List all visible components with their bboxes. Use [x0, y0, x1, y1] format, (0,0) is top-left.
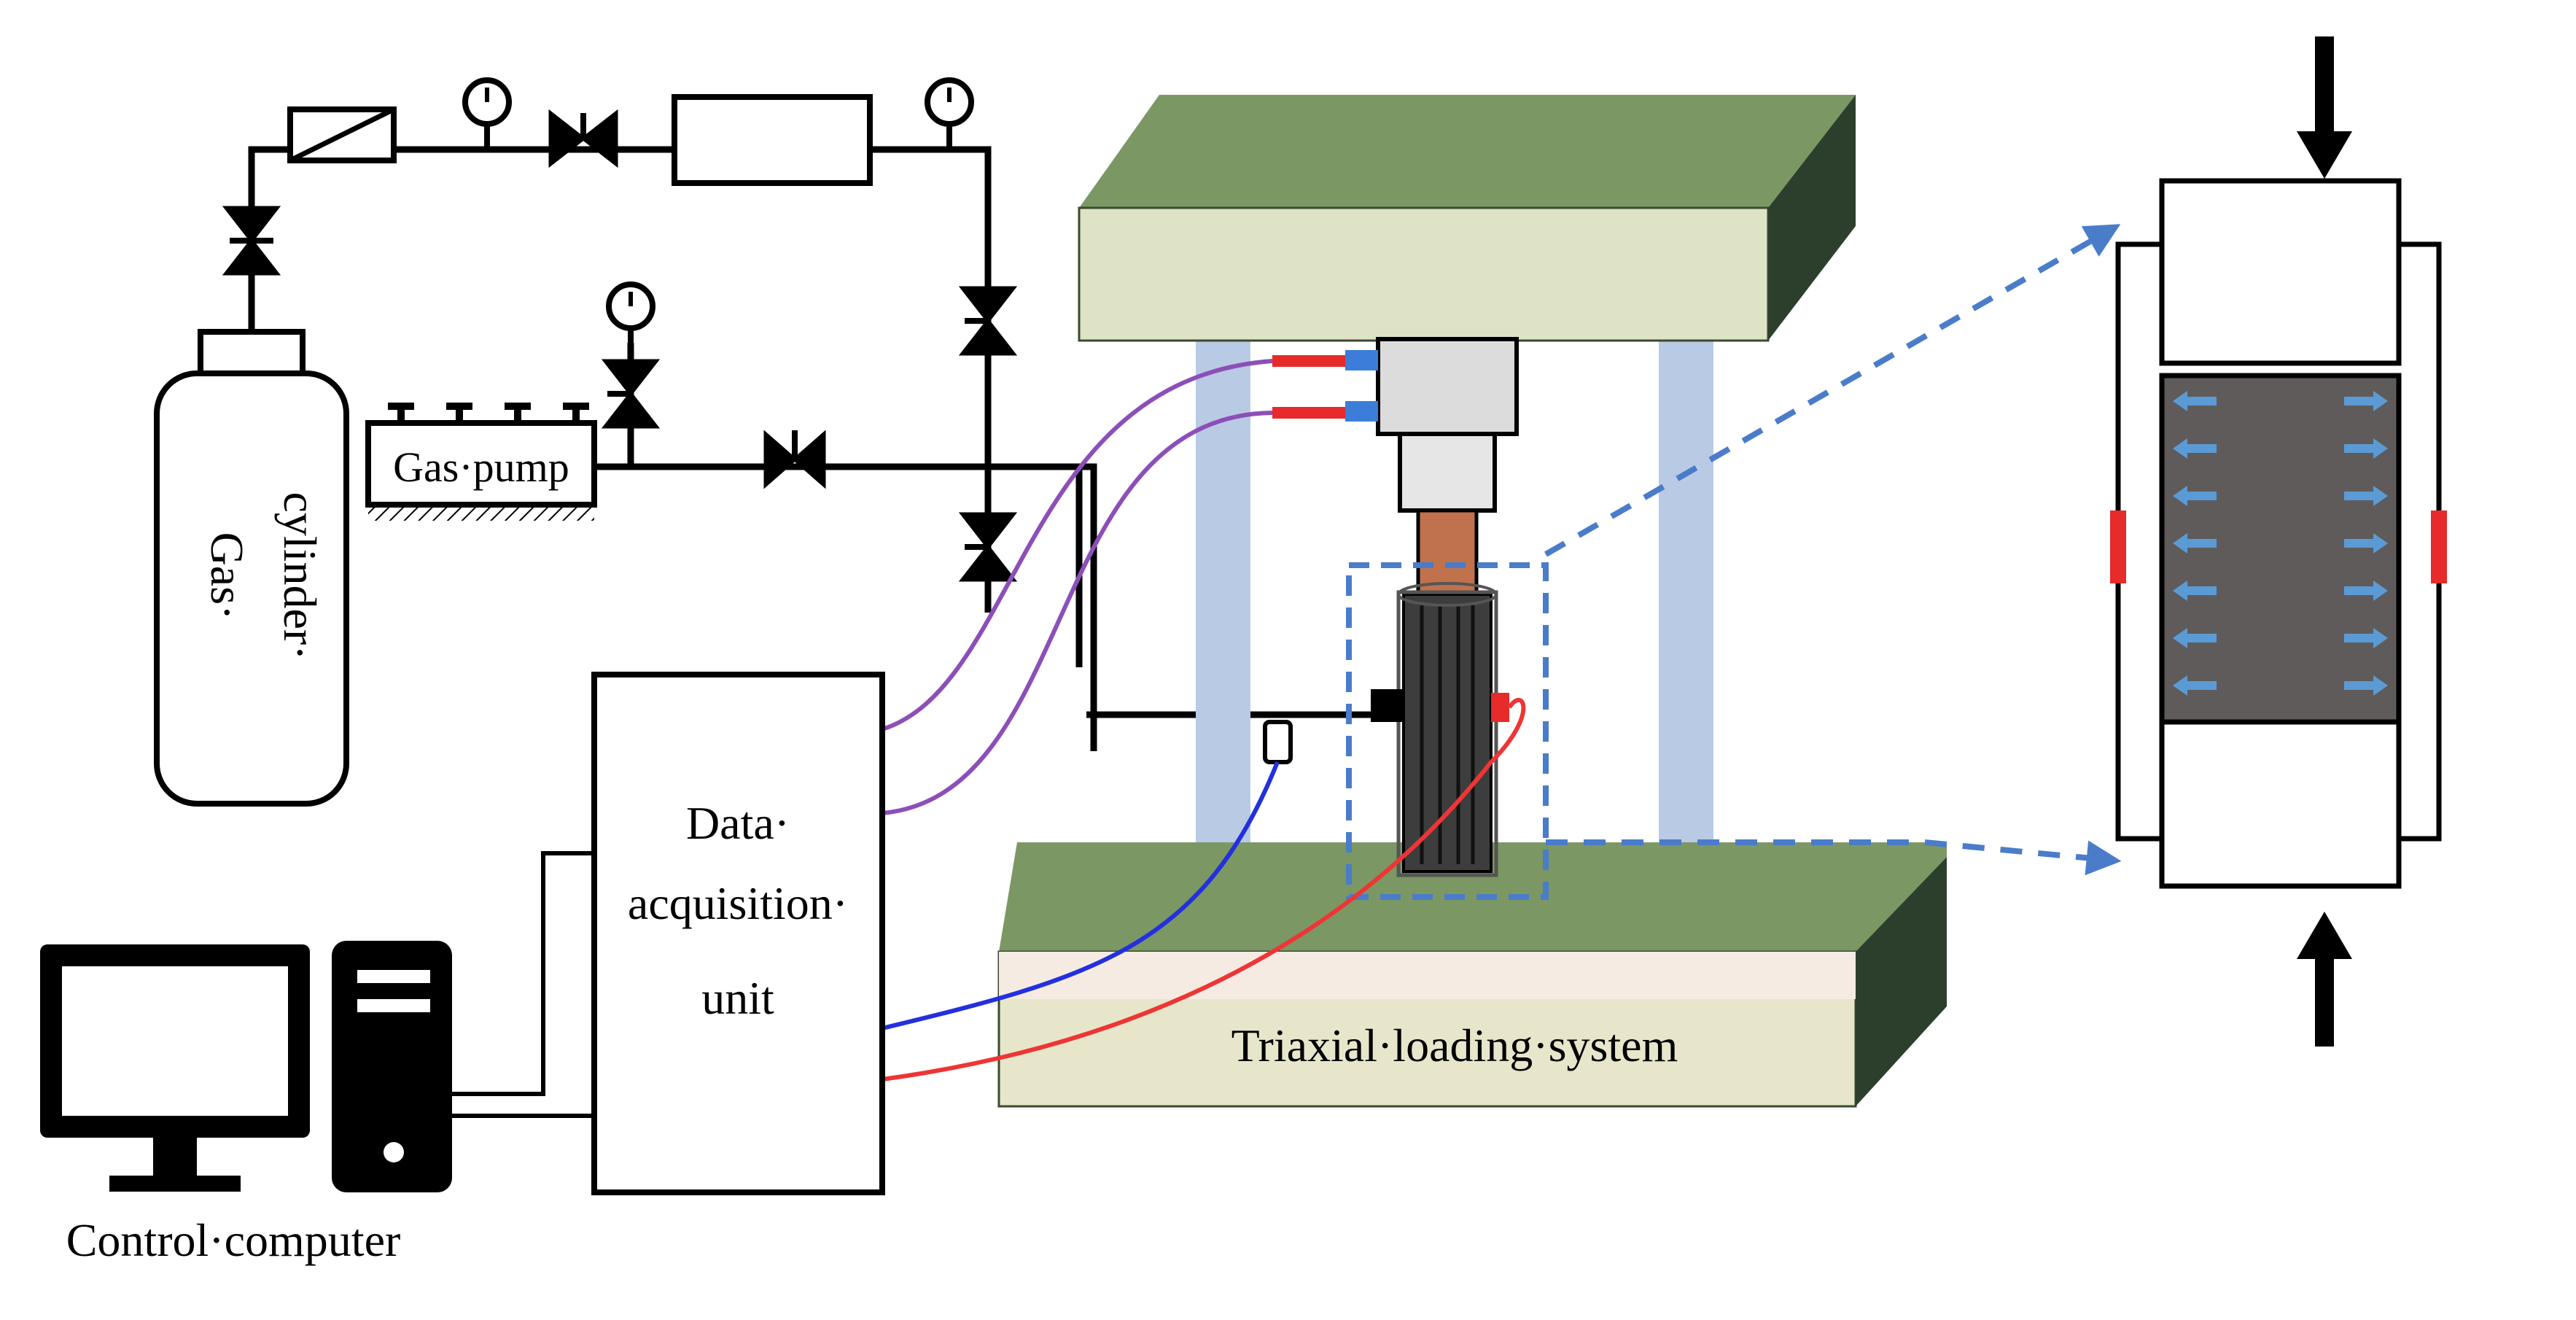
valve-icon — [222, 206, 281, 276]
flow-arrow-left — [2173, 486, 2217, 506]
pressure-gauge-icon — [462, 77, 512, 150]
frame-column-right — [1659, 339, 1713, 886]
flow-arrows — [2173, 391, 2388, 696]
sensor-icon — [1263, 720, 1293, 764]
pressure-gauge-icon — [925, 77, 974, 150]
flow-arrow-left — [2173, 533, 2217, 554]
frame-column-left — [1196, 339, 1250, 886]
valve-icon — [958, 286, 1018, 356]
flow-arrow-right — [2344, 486, 2388, 506]
pressure-gauges — [462, 77, 974, 361]
flow-arrow-right — [2344, 391, 2388, 411]
data-acquisition-unit — [591, 672, 885, 1195]
bottom-platen — [997, 842, 1947, 1108]
gas-cylinder-icon — [154, 329, 349, 807]
flow-arrow-right — [2344, 628, 2388, 648]
computer-tower-icon — [332, 941, 452, 1192]
head-connectors — [1272, 350, 1378, 422]
load-arrow-icon — [2297, 912, 2352, 1047]
valve-icon — [548, 109, 618, 168]
loading-head — [1376, 337, 1519, 597]
flow-arrow-left — [2173, 581, 2217, 601]
data-acq-label-2: acquisition· — [628, 877, 848, 929]
filter-icon — [287, 106, 397, 163]
valves — [222, 109, 1018, 582]
gas-pump-icon — [365, 403, 597, 521]
flow-arrow-right — [2344, 438, 2388, 459]
pressure-gauge-icon — [606, 282, 655, 361]
flow-arrow-right — [2344, 581, 2388, 601]
valve-icon — [958, 512, 1018, 582]
flow-arrow-right — [2344, 675, 2388, 696]
wires — [882, 359, 1526, 1082]
triaxial-label: Triaxial·loading·system — [1231, 1020, 1678, 1071]
flow-arrow-left — [2173, 675, 2217, 696]
load-arrow-icon — [2297, 36, 2352, 179]
gas-pump-label: Gas·pump — [393, 443, 569, 491]
gas-cylinder-label-2: cylinder· — [274, 492, 326, 661]
sample-cell — [1371, 582, 1509, 877]
detail-cell — [2110, 178, 2447, 889]
control-computer-label: Control·computer — [66, 1214, 401, 1266]
regulator-box — [672, 94, 873, 186]
detail-frame — [1346, 562, 1549, 900]
flow-arrow-right — [2344, 533, 2388, 554]
detail-connectors — [1544, 224, 2122, 876]
top-platen — [1078, 95, 1856, 342]
flow-arrow-left — [2173, 628, 2217, 648]
gas-cylinder-label-1: Gas· — [201, 532, 253, 621]
monitor-icon — [40, 944, 310, 1192]
valve-icon — [601, 359, 661, 429]
data-acq-label-1: Data· — [686, 797, 790, 849]
flow-arrow-left — [2173, 438, 2217, 459]
flow-arrow-left — [2173, 391, 2217, 411]
computer-cables — [448, 851, 594, 1118]
data-acq-label-3: unit — [701, 972, 774, 1024]
valve-icon — [763, 430, 826, 489]
